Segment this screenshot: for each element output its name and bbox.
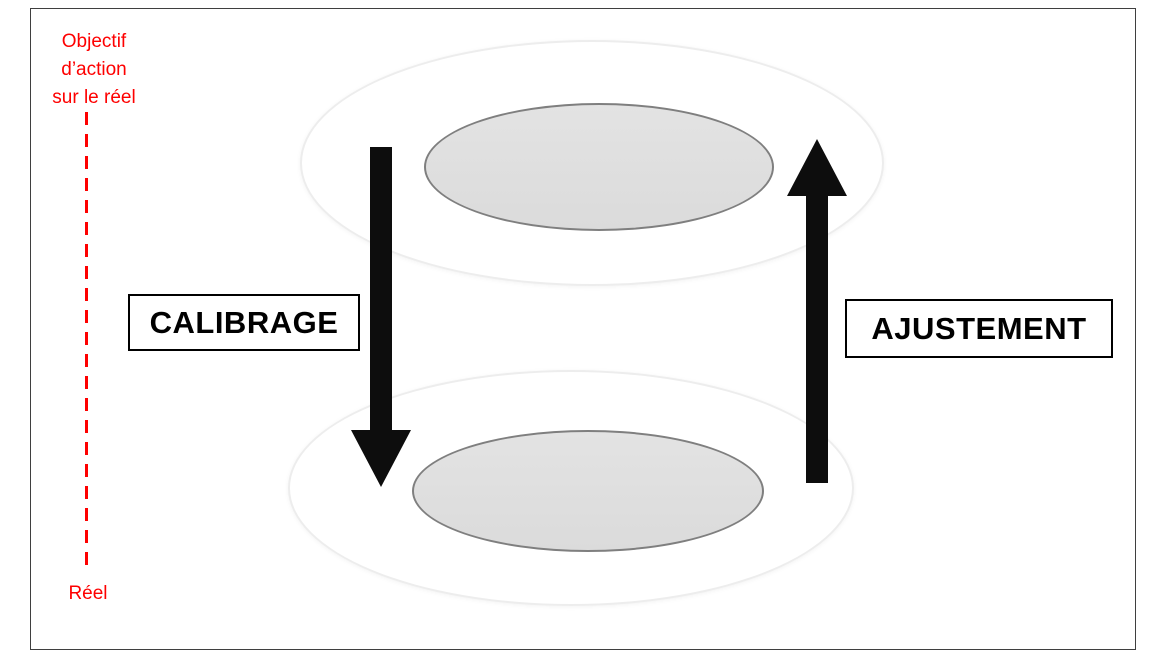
objective-label-line2: d’action [61, 59, 127, 80]
top-inner-ellipse [424, 103, 774, 231]
calibrage-label: CALIBRAGE [149, 304, 339, 340]
objective-label: Objectif d’action sur le réel [36, 28, 152, 112]
objective-label-line1: Objectif [61, 31, 127, 52]
bottom-inner-ellipse [412, 430, 764, 552]
ajustement-label: AJUSTEMENT [871, 310, 1087, 346]
diagram-frame [30, 8, 1136, 650]
reality-axis-dashed-line [85, 112, 88, 572]
reality-label: Réel [68, 583, 108, 604]
calibrage-label-box: CALIBRAGE [128, 294, 360, 351]
ajustement-label-box: AJUSTEMENT [845, 299, 1113, 358]
objective-label-line3: sur le réel [52, 87, 136, 108]
